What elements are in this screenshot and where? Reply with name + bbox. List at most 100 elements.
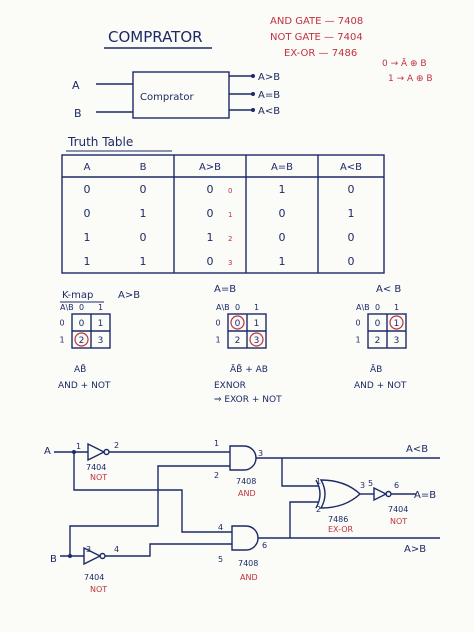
not-out-pin-in: 5 [368, 479, 373, 488]
kmap-expression: ĀB̄ + AB [230, 363, 268, 375]
kmap-axis-corner: A\B [216, 303, 230, 312]
kmap-title: A>B [118, 290, 140, 301]
kmap-cell: 1 [254, 319, 260, 329]
truth-table-minterm: 3 [228, 259, 232, 267]
and-bottom-pin5: 5 [218, 555, 223, 564]
not-b-ic: 7404 [84, 573, 104, 582]
and-bottom-tag: AND [240, 573, 258, 582]
not-out-pin-out: 6 [394, 481, 399, 490]
wire-a-to-and-bottom [73, 452, 232, 533]
kmap-cell: 3 [98, 336, 104, 346]
truth-table-cell: 1 [140, 255, 147, 268]
comparator-box [132, 71, 230, 119]
kmap-cell: 2 [375, 336, 381, 346]
ic-note-not: NOT GATE — 7404 [270, 32, 363, 43]
not-b-pin-out: 4 [114, 545, 119, 554]
truth-table-header: B [140, 162, 147, 173]
kmap-cell: 3 [254, 336, 260, 346]
kmap-cell: 2 [79, 336, 85, 346]
kmap-circle [249, 332, 264, 347]
truth-table-cell: 1 [84, 255, 91, 268]
truth-table-cell: 0 [207, 183, 214, 196]
kmap-row-label: 0 [215, 319, 220, 328]
not-b-pin-in: 3 [86, 545, 91, 554]
kmap-col-label: 1 [394, 303, 399, 312]
not-out-ic: 7404 [388, 505, 408, 514]
circuit-output-altb: A<B [406, 444, 428, 455]
truth-table-cell: 1 [348, 207, 355, 220]
truth-table-border [61, 154, 385, 274]
not-a-tag: NOT [90, 473, 107, 482]
xor-pin2: 2 [316, 505, 321, 514]
wire-b-to-and-top [69, 465, 230, 556]
kmap-circle [389, 315, 404, 330]
kmap-row-label: 1 [215, 336, 220, 345]
block-input-a: A [72, 79, 80, 92]
kmap-axis-corner: A\B [60, 303, 74, 312]
block-output-altb: A<B [258, 106, 280, 117]
kmap-cell: 2 [235, 336, 241, 346]
kmap-col-label: 1 [254, 303, 259, 312]
truth-table-cell: 0 [348, 183, 355, 196]
and-gate-bottom [231, 525, 259, 551]
not-b-tag: NOT [90, 585, 107, 594]
kmap-expression: AB̄ [74, 363, 86, 375]
and-top-ic: 7408 [236, 477, 256, 486]
truth-table-header: A [84, 162, 91, 173]
circuit-output-aeqb: A=B [414, 490, 436, 501]
wire-altb-to-xor [281, 458, 318, 487]
truth-table-minterm: 1 [228, 211, 232, 219]
kmap-col-label: 1 [98, 303, 103, 312]
kmap-circle [74, 332, 89, 347]
truth-table-minterm: 0 [228, 187, 232, 195]
and-bottom-ic: 7408 [238, 559, 258, 568]
truth-table-cell: 0 [279, 231, 286, 244]
and-top-pin2: 2 [214, 471, 219, 480]
kmap-expression: ĀB [370, 364, 382, 375]
truth-table-cell: 1 [207, 231, 214, 244]
ic-note-xor: EX-OR — 7486 [284, 48, 357, 59]
truth-table-minterm: 2 [228, 235, 232, 243]
kmap-row-label: 1 [355, 336, 360, 345]
truth-table-header: A<B [340, 162, 362, 173]
block-node-out3 [251, 108, 255, 112]
truth-table-cell: 0 [207, 207, 214, 220]
block-output-agtb: A>B [258, 72, 280, 83]
kmap-row-label: 0 [59, 319, 64, 328]
wire-notb-to-and-bottom [105, 543, 232, 557]
kmap-gates: AND + NOT [354, 381, 407, 391]
kmap-title: A< B [376, 284, 401, 295]
kmap-cell: 1 [98, 319, 104, 329]
and-bottom-pin4: 4 [218, 523, 223, 532]
kmap-circle [230, 315, 245, 330]
and-bottom-pin-out: 6 [262, 541, 267, 550]
truth-table-cell: 1 [140, 207, 147, 220]
kmap-label: K-map [62, 290, 93, 301]
page-title: COMPRATOR [108, 28, 203, 46]
block-output-aeqb: A=B [258, 90, 280, 101]
truth-table-cell: 0 [140, 231, 147, 244]
block-node-out1 [251, 74, 255, 78]
circuit-output-agtb: A>B [404, 544, 426, 555]
xor-ic: 7486 [328, 515, 348, 524]
not-out-tag: NOT [390, 517, 407, 526]
circuit-input-a: A [44, 446, 51, 457]
and-top-pin-out: 3 [258, 449, 263, 458]
xor-gate-back [315, 479, 321, 509]
not-a-pin-in: 1 [76, 442, 81, 451]
side-note-zero: 0 → Ā ⊕ B [382, 58, 427, 69]
kmap-col-label: 0 [235, 303, 240, 312]
kmap-cell: 0 [235, 319, 241, 329]
not-a-ic: 7404 [86, 463, 106, 472]
kmap-row-label: 0 [355, 319, 360, 328]
truth-table-cell: 0 [348, 231, 355, 244]
comparator-block-diagram: Comprator A B A>B A=B A<B [72, 71, 280, 120]
side-note-one: 1 → A ⊕ B [388, 74, 433, 84]
truth-table-cell: 0 [207, 255, 214, 268]
truth-table-cell: 0 [348, 255, 355, 268]
comparator-box-label: Comprator [140, 92, 194, 103]
block-input-b: B [74, 107, 82, 120]
